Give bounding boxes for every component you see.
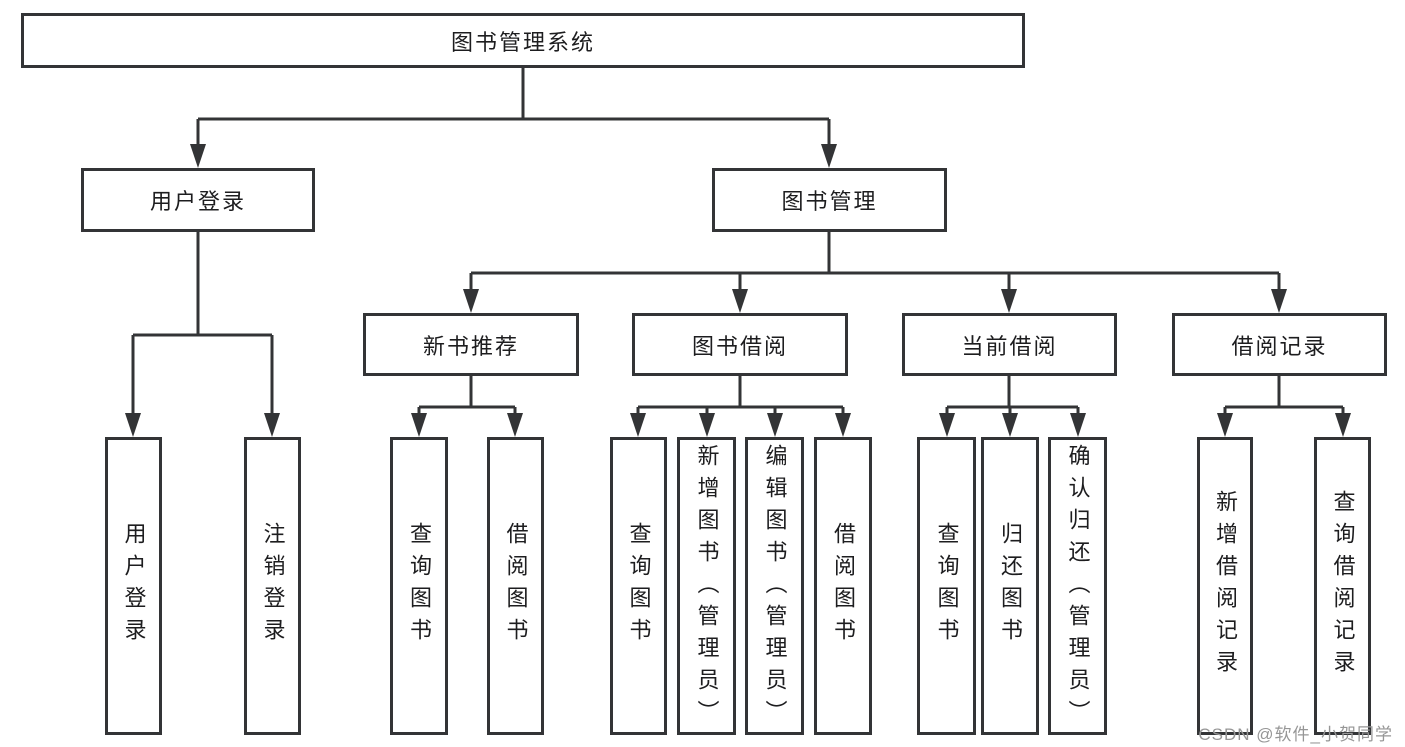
connector-borrow-records-to-leaves xyxy=(1223,376,1345,416)
leaf-add-books-admin-label: 新增图书（管理员） xyxy=(694,444,720,732)
node-root-label: 图书管理系统 xyxy=(450,29,595,55)
connector-new-book-recommend-to-leaves xyxy=(417,376,517,416)
arrowhead xyxy=(767,413,783,437)
arrowhead xyxy=(821,144,837,168)
arrowhead xyxy=(1335,413,1351,437)
leaf-borrow-books-borrow: 借阅图书 xyxy=(814,437,872,735)
leaf-query-books-rec-label: 查询图书 xyxy=(407,522,432,650)
node-new-book-recommend-label: 新书推荐 xyxy=(422,333,519,359)
arrowhead xyxy=(699,413,715,437)
leaf-query-borrow-record-label: 查询借阅记录 xyxy=(1330,490,1356,682)
connector-book-borrowing-to-leaves xyxy=(636,376,845,416)
leaf-query-books-current-label: 查询图书 xyxy=(934,522,960,650)
leaf-add-books-admin: 新增图书（管理员） xyxy=(677,437,736,735)
node-user-login: 用户登录 xyxy=(81,168,315,232)
node-new-book-recommend: 新书推荐 xyxy=(363,313,579,376)
leaf-borrow-books-rec: 借阅图书 xyxy=(487,437,544,735)
leaf-logout-login-label: 注销登录 xyxy=(260,522,286,650)
node-borrow-records-label: 借阅记录 xyxy=(1231,333,1328,359)
node-current-borrowing: 当前借阅 xyxy=(902,313,1117,376)
leaf-borrow-books-borrow-label: 借阅图书 xyxy=(831,522,856,650)
leaf-query-borrow-record: 查询借阅记录 xyxy=(1314,437,1371,735)
leaf-query-books-current: 查询图书 xyxy=(917,437,976,735)
node-book-management-label: 图书管理 xyxy=(781,189,878,214)
arrowhead xyxy=(939,413,955,437)
arrowheads xyxy=(125,144,1351,437)
arrowhead xyxy=(630,413,646,437)
leaf-confirm-return-admin-label: 确认归还（管理员） xyxy=(1065,444,1091,732)
arrowhead xyxy=(125,413,141,437)
csdn-watermark: CSDN @软件_小贺同学 xyxy=(1198,725,1393,744)
connector-root-to-level2 xyxy=(196,68,831,147)
node-book-management: 图书管理 xyxy=(712,168,947,232)
leaf-return-books: 归还图书 xyxy=(981,437,1039,735)
connector-book-management-to-level3 xyxy=(469,232,1281,292)
leaf-edit-books-admin: 编辑图书（管理员） xyxy=(745,437,804,735)
connector-current-borrowing-to-leaves xyxy=(945,376,1080,416)
node-book-borrowing: 图书借阅 xyxy=(632,313,848,376)
leaf-query-books-borrow: 查询图书 xyxy=(610,437,667,735)
leaf-confirm-return-admin: 确认归还（管理员） xyxy=(1048,437,1107,735)
arrowhead xyxy=(732,289,748,313)
leaf-query-books-borrow-label: 查询图书 xyxy=(626,522,652,650)
arrowhead xyxy=(1217,413,1233,437)
arrowhead xyxy=(463,289,479,313)
arrowhead xyxy=(1271,289,1287,313)
arrowhead xyxy=(264,413,280,437)
leaf-query-books-rec: 查询图书 xyxy=(390,437,448,735)
node-book-borrowing-label: 图书借阅 xyxy=(691,333,788,359)
arrowhead xyxy=(1001,289,1017,313)
leaf-return-books-label: 归还图书 xyxy=(998,522,1023,650)
leaf-user-login-label: 用户登录 xyxy=(121,522,147,650)
node-user-login-label: 用户登录 xyxy=(149,189,246,214)
node-borrow-records: 借阅记录 xyxy=(1172,313,1387,376)
leaf-add-borrow-record: 新增借阅记录 xyxy=(1197,437,1253,735)
leaf-borrow-books-rec-label: 借阅图书 xyxy=(503,522,529,650)
arrowhead xyxy=(507,413,523,437)
node-current-borrowing-label: 当前借阅 xyxy=(961,333,1058,359)
leaf-logout-login: 注销登录 xyxy=(244,437,301,735)
arrowhead xyxy=(190,144,206,168)
leaf-edit-books-admin-label: 编辑图书（管理员） xyxy=(762,444,788,732)
leaf-add-borrow-record-label: 新增借阅记录 xyxy=(1213,490,1238,682)
arrowhead xyxy=(1070,413,1086,437)
arrowhead xyxy=(835,413,851,437)
arrowhead xyxy=(1002,413,1018,437)
leaf-user-login: 用户登录 xyxy=(105,437,162,735)
node-root: 图书管理系统 xyxy=(21,13,1025,68)
arrowhead xyxy=(411,413,427,437)
connector-paths xyxy=(131,68,1345,416)
connector-user-login-to-leaves xyxy=(131,232,274,416)
